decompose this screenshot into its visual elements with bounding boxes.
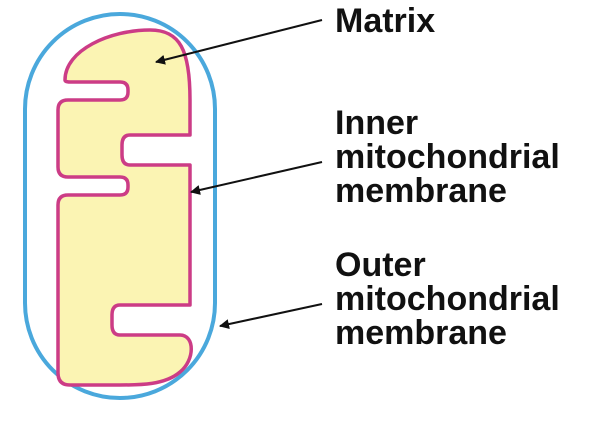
matrix-label: Matrix <box>335 2 435 40</box>
inner-membrane-arrow <box>190 161 323 195</box>
inner-membrane-label-line3: membrane <box>335 172 507 210</box>
outer-membrane-label-line3: membrane <box>335 314 507 352</box>
matrix-arrow <box>155 19 323 65</box>
outer-membrane-label-line1: Outer <box>335 246 426 284</box>
inner-membrane-label-line1: Inner <box>335 104 418 142</box>
outer-membrane-arrow <box>219 303 323 329</box>
inner-membrane <box>56 28 193 387</box>
outer-membrane-label-line2: mitochondrial <box>335 280 560 318</box>
inner-membrane-label-line2: mitochondrial <box>335 138 560 176</box>
